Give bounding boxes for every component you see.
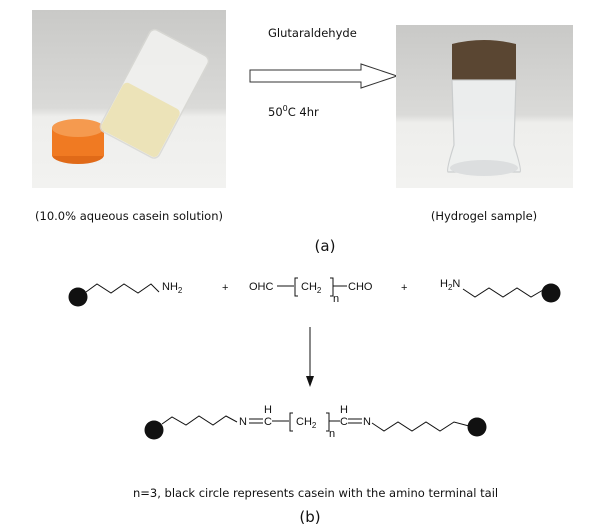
casein-circle: [467, 417, 487, 437]
imine-c-left: C: [264, 416, 272, 428]
plus-sign: +: [222, 282, 228, 294]
panel-a-label: (a): [315, 237, 336, 255]
casein-circle: [68, 287, 88, 307]
right-caption: (Hydrogel sample): [431, 209, 537, 223]
repeat-n: n: [329, 428, 335, 440]
reaction-arrow-hollow: [249, 63, 399, 89]
reagent-label: Glutaraldehyde: [268, 26, 357, 40]
imine-h-right: H: [340, 404, 348, 416]
scheme-note: n=3, black circle represents casein with…: [133, 486, 498, 500]
methylene-unit: CH2: [296, 416, 317, 430]
plus-sign: +: [401, 282, 407, 294]
aldehyde-right: CHO: [348, 281, 373, 293]
aldehyde-left: OHC: [249, 281, 274, 293]
imine-h-left: H: [264, 404, 272, 416]
repeat-n: n: [333, 293, 339, 305]
casein-circle: [144, 420, 164, 440]
amine-label-right: H2N: [440, 278, 460, 292]
imine-n-left: N: [239, 416, 247, 428]
imine-c-right: C: [340, 416, 348, 428]
left-caption: (10.0% aqueous casein solution): [35, 209, 223, 223]
reactant-row: [85, 277, 544, 298]
hydrogel-photo: [396, 25, 573, 188]
product-row: [161, 412, 470, 432]
tilted-beaker: [99, 28, 210, 159]
amine-label: NH2: [162, 281, 183, 295]
panel-b-label: (b): [299, 508, 320, 526]
casein-circle: [541, 283, 561, 303]
methylene-unit: CH2: [301, 281, 322, 295]
imine-n-right: N: [363, 416, 371, 428]
reaction-arrow-down: [306, 327, 314, 387]
casein-solution-photo: [32, 10, 226, 188]
condition-label: 500C 4hr: [268, 104, 319, 119]
